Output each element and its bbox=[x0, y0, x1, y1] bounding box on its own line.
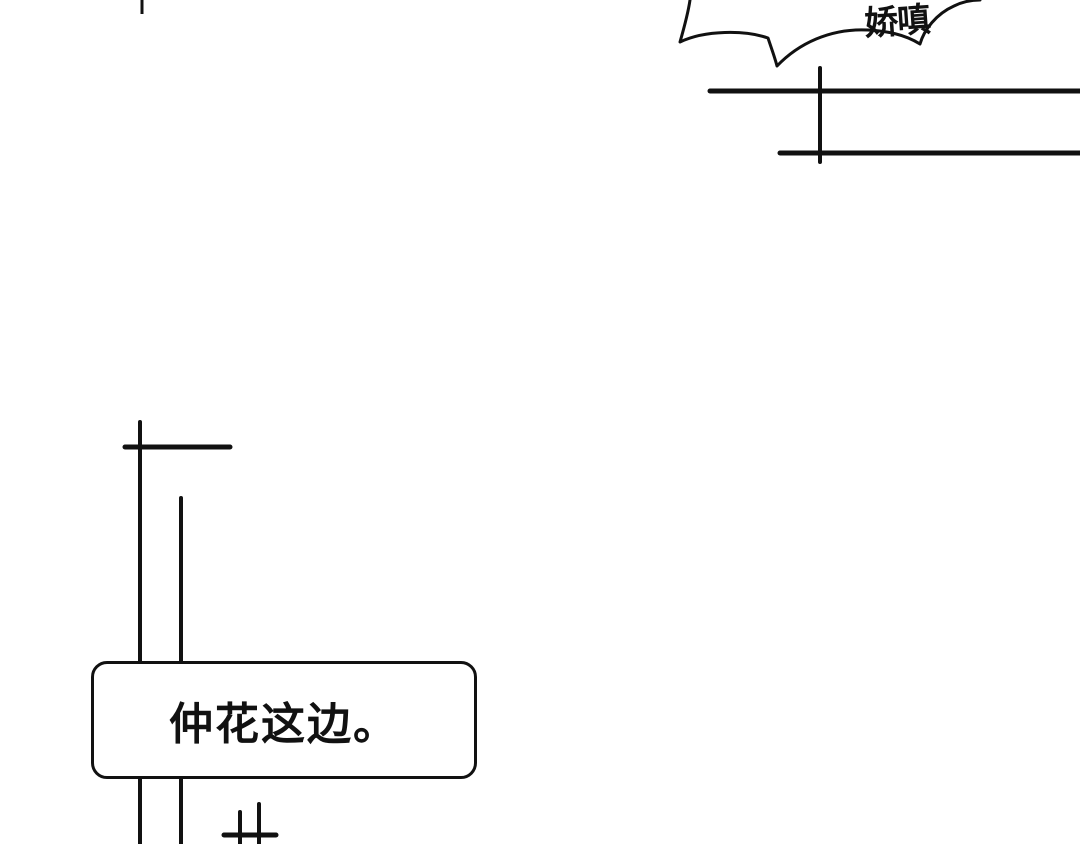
sound-effect-text: 娇嗔 bbox=[862, 0, 932, 45]
speech-bubble-outline bbox=[678, 0, 982, 68]
caption-text: 仲花这边。 bbox=[169, 699, 399, 750]
caption-box: 仲花这边。 bbox=[91, 661, 477, 779]
